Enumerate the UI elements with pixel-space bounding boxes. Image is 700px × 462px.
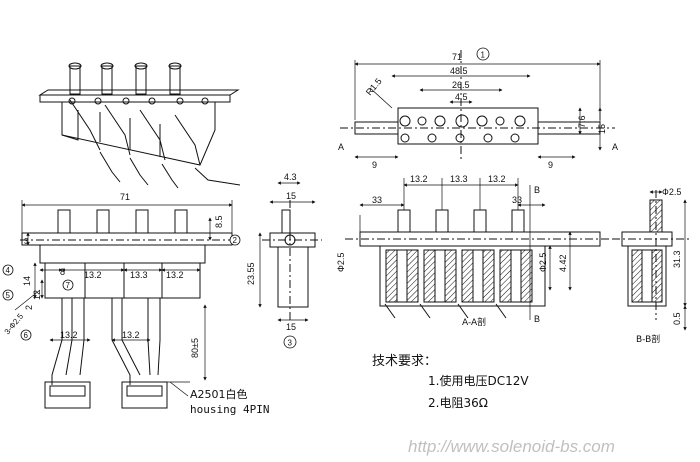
dim-7-6: 7.6	[577, 115, 587, 128]
top-view-dim-text: 71 48.5 26.5 4.5 R1.5 9 9 7.6 15 A A	[338, 52, 618, 170]
dim-side-15: 15	[286, 191, 296, 201]
front-view-dim-text: 71 8.5 3 8 13.2 13.3 13.2 14 12 2 3-Ф2.5…	[3, 192, 224, 358]
svg-text:1: 1	[481, 51, 486, 60]
svg-text:3: 3	[288, 339, 293, 348]
dim-front-13-2a: 13.2	[84, 270, 102, 280]
iso-screws	[68, 97, 209, 105]
balloon-7: 7	[62, 279, 74, 291]
dim-front-2: 2	[24, 305, 34, 310]
dim-9-right: 9	[548, 160, 553, 170]
front-view-dimensions	[14, 200, 233, 381]
dim-26-5: 26.5	[452, 80, 470, 90]
notes-line-2: 2.电阻36Ω	[428, 396, 488, 410]
section-aa-plungers	[397, 209, 525, 233]
dim-sec-33a: 33	[372, 195, 382, 205]
top-view-dimensions	[354, 60, 602, 159]
isometric-view	[38, 62, 241, 189]
dim-front-3: 3	[24, 237, 29, 246]
technical-notes: 技术要求： 1.使用电压DC12V 2.电阻36Ω	[372, 354, 529, 410]
dim-r1-5: R1.5	[364, 76, 384, 97]
housing-pin-label: housing 4PIN	[190, 403, 269, 416]
svg-text:4: 4	[6, 266, 11, 275]
dim-side-23-55: 23.55	[246, 262, 256, 285]
svg-text:6: 6	[24, 331, 29, 340]
front-view	[20, 209, 240, 409]
dim-15: 15	[597, 124, 607, 134]
section-aa-dim-text: 13.2 13.3 13.2 33 33 Ф2.5 Ф2.5 4.42 B B …	[336, 174, 568, 328]
balloon-4: 4	[2, 264, 14, 276]
section-bb-label: B-B剖	[636, 333, 660, 345]
section-bb-dimensions	[649, 190, 687, 331]
section-aa-coils	[385, 249, 533, 303]
dim-b-31-3: 31.3	[672, 250, 682, 268]
top-view-holes	[399, 114, 526, 143]
dim-front-8-5: 8.5	[214, 215, 224, 228]
section-marker-b-top: B	[534, 185, 540, 195]
dim-sec-33b: 33	[512, 195, 522, 205]
dim-front-80: 80±5	[190, 338, 200, 358]
svg-text:7: 7	[66, 281, 71, 290]
dim-71: 71	[452, 52, 462, 62]
housing-label: A2501白色	[190, 387, 248, 401]
dim-sec-4-42: 4.42	[558, 254, 568, 272]
front-balloons: 4 5 6 7	[2, 264, 74, 341]
dim-front-12: 12	[32, 290, 42, 300]
iso-plungers	[68, 62, 182, 95]
dim-9-left: 9	[372, 160, 377, 170]
section-aa-label: A-A剖	[462, 316, 486, 328]
dim-b-0-5: 0.5	[672, 312, 682, 325]
dim-front-8: 8	[60, 267, 65, 277]
balloon-2: 2	[229, 234, 241, 246]
dim-front-13-2d: 13.2	[122, 330, 140, 340]
dim-side-15b: 15	[286, 322, 296, 332]
front-plungers	[57, 209, 188, 234]
balloon-3: 3	[283, 335, 297, 349]
dim-sec-13-2b: 13.2	[488, 174, 506, 184]
dim-4-5: 4.5	[455, 92, 468, 102]
dim-front-13-3: 13.3	[130, 270, 148, 280]
section-aa	[345, 209, 615, 319]
dim-sec-13-3: 13.3	[450, 174, 468, 184]
dim-front-13-2c: 13.2	[60, 330, 78, 340]
dim-front-13-2b: 13.2	[166, 270, 184, 280]
section-bb	[612, 190, 690, 320]
top-view	[340, 50, 615, 160]
svg-text:2: 2	[233, 236, 238, 245]
notes-title: 技术要求：	[372, 354, 437, 369]
side-view-dimensions	[258, 181, 316, 322]
dim-sec-13-2a: 13.2	[410, 174, 428, 184]
notes-line-1: 1.使用电压DC12V	[428, 373, 529, 388]
balloon-5: 5	[2, 289, 14, 301]
dim-front-14: 14	[22, 276, 32, 286]
section-marker-b-bottom: B	[534, 314, 540, 324]
section-aa-dimensions	[359, 178, 572, 320]
section-marker-a-left: A	[338, 142, 344, 152]
dim-sec-phi2-5: Ф2.5	[336, 253, 346, 272]
balloon-6: 6	[20, 329, 32, 341]
section-bb-dim-text: Ф2.5 31.3 0.5 B-B剖	[636, 187, 682, 345]
dim-side-4-3: 4.3	[284, 172, 297, 182]
dim-front-71: 71	[120, 192, 130, 202]
section-marker-a-right: A	[612, 142, 618, 152]
balloon-1: 1	[476, 47, 490, 61]
housing-callout: A2501白色 housing 4PIN	[169, 381, 269, 416]
side-view-dim-text: 4.3 15 23.55 15	[246, 172, 297, 332]
dim-sec-phi2-5b: Ф2.5	[538, 253, 548, 272]
dim-48-5: 48.5	[450, 66, 468, 76]
svg-text:5: 5	[6, 291, 11, 300]
watermark-url: http://www.solenoid-bs.com	[408, 437, 615, 456]
side-view	[262, 200, 322, 320]
dim-b-phi2-5: Ф2.5	[662, 187, 681, 197]
